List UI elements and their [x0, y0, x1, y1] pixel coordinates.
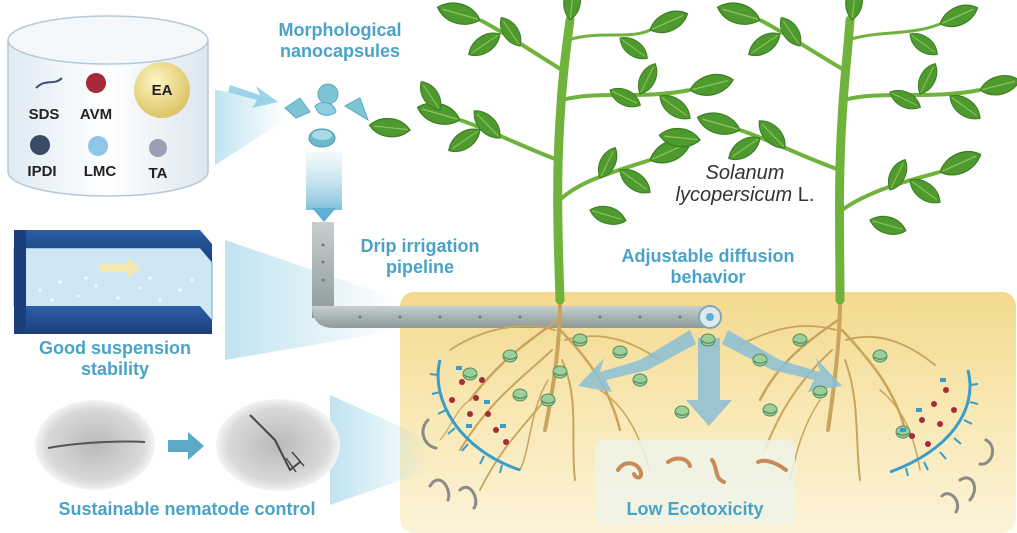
legend-lmc: LMC	[83, 163, 117, 180]
right-root-membrane	[889, 369, 979, 477]
left-root-membrane	[429, 359, 521, 474]
ecotoxicity-box	[595, 440, 795, 524]
ta-molecule-icon	[149, 139, 167, 157]
legend-ea: EA	[151, 82, 173, 99]
drip-irrigation-label: Drip irrigation pipeline	[340, 236, 500, 277]
tomato-plant-right	[657, 0, 1017, 305]
plant-roots	[439, 298, 936, 491]
legend-sds: SDS	[28, 106, 60, 123]
species-epithet: lycopersicum	[675, 184, 793, 206]
ea-molecule-icon	[134, 62, 190, 118]
nematode-before-image	[35, 400, 155, 490]
species-genus: Solanum	[705, 162, 785, 184]
low-ecotoxicity-label: Low Ecotoxicity	[626, 499, 764, 519]
drip-line2: pipeline	[385, 256, 454, 277]
nematode-control-label: Sustainable nematode control	[58, 499, 316, 519]
treatment-arrow-icon	[168, 432, 204, 460]
nematode-beam	[330, 395, 430, 505]
legend-avm: AVM	[79, 106, 113, 123]
morphological-line2: nanocapsules	[279, 40, 401, 61]
sds-molecule-icon	[35, 77, 63, 89]
diffusion-arrows	[578, 330, 842, 426]
suspension-tube	[13, 230, 213, 334]
ipdi-molecule-icon	[30, 135, 50, 155]
tomato-plant-left	[367, 0, 736, 305]
diffusion-line1: Adjustable diffusion	[621, 246, 795, 266]
species-authority: L.	[792, 184, 815, 206]
container-beam	[215, 90, 285, 165]
nematodes	[421, 418, 995, 514]
morphological-line1: Morphological	[278, 20, 402, 40]
diffusion-line2: behavior	[670, 266, 746, 287]
good-suspension-label: Good suspension stability	[10, 338, 220, 379]
down-flow-arrow-icon	[312, 208, 336, 222]
avm-molecule-icon	[86, 73, 106, 93]
suspension-line2: stability	[80, 358, 150, 379]
lmc-molecule-icon	[88, 136, 108, 156]
legend-ta: TA	[148, 165, 168, 182]
drip-line1: Drip irrigation	[360, 236, 480, 256]
to-capsules-arrow	[228, 85, 278, 108]
nematode-after-image	[216, 399, 340, 491]
earthworm-icons	[616, 456, 788, 484]
species-name: Solanum lycopersicum L.	[650, 162, 840, 206]
morphological-nanocapsules-label: Morphological nanocapsules	[245, 20, 435, 61]
legend-ipdi: IPDI	[27, 163, 57, 180]
drip-pipeline	[312, 222, 722, 329]
adjustable-diffusion-label: Adjustable diffusion behavior	[588, 246, 828, 287]
suspension-line1: Good suspension	[38, 338, 191, 358]
down-flow-column	[306, 152, 342, 210]
nanocapsule-shapes	[284, 83, 369, 148]
